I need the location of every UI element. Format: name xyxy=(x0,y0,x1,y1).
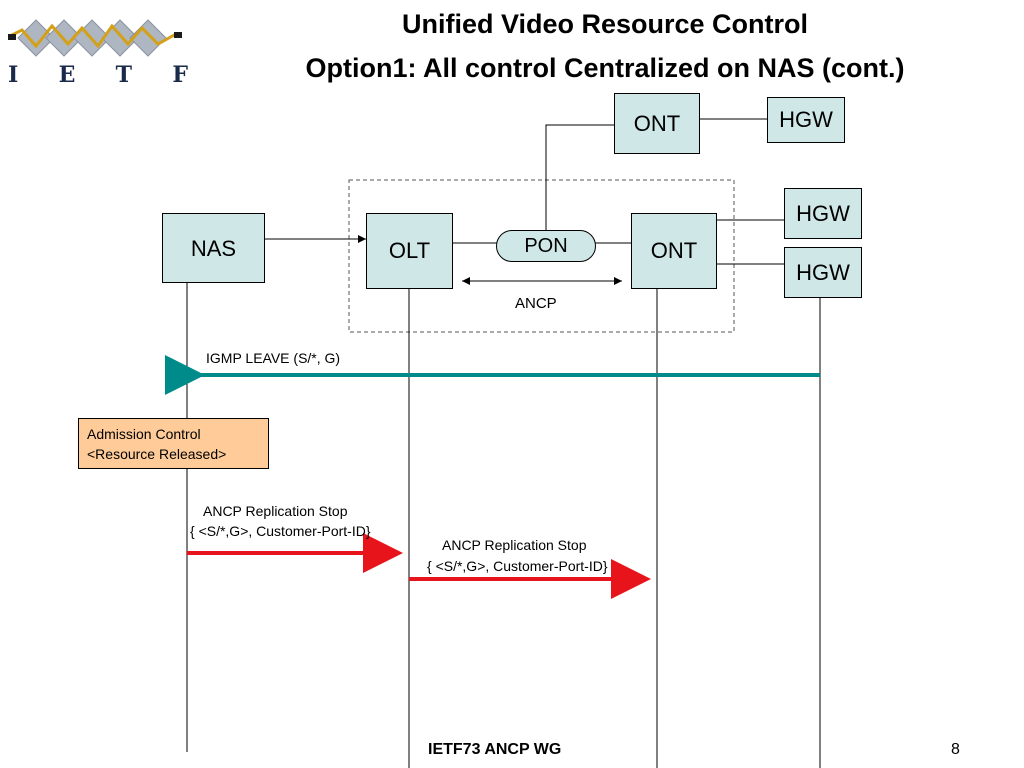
logo-letter-f: F xyxy=(172,62,188,88)
repl-stop-2-line2: { <S/*,G>, Customer-Port-ID} xyxy=(427,558,608,574)
node-hgw-low: HGW xyxy=(784,247,862,298)
repl-stop-2-line1: ANCP Replication Stop xyxy=(442,537,587,553)
ietf-logo: I E T F xyxy=(8,6,188,90)
slide-title-line2: Option1: All control Centralized on NAS … xyxy=(305,53,905,83)
node-ont-main: ONT xyxy=(631,213,717,289)
node-hgw-top: HGW xyxy=(767,97,845,143)
node-nas: NAS xyxy=(162,213,265,283)
page-number: 8 xyxy=(951,741,960,758)
logo-letter-t: T xyxy=(115,62,133,88)
ietf-logo-graphic xyxy=(8,19,182,57)
node-pon: PON xyxy=(496,230,596,262)
node-ont-top: ONT xyxy=(614,93,700,154)
ancp-label: ANCP xyxy=(515,295,557,312)
footer-wg-label: IETF73 ANCP WG xyxy=(428,741,562,758)
admission-control-note: Admission Control <Resource Released> xyxy=(78,418,269,469)
admission-control-line1: Admission Control xyxy=(87,426,201,442)
logo-letter-e: E xyxy=(58,62,76,88)
node-olt: OLT xyxy=(366,213,453,289)
node-hgw-mid: HGW xyxy=(784,188,862,239)
slide-title-line1: Unified Video Resource Control xyxy=(401,9,809,39)
logo-letter-i: I xyxy=(8,62,19,88)
repl-stop-1-line1: ANCP Replication Stop xyxy=(203,503,348,519)
igmp-leave-label: IGMP LEAVE (S/*, G) xyxy=(206,350,341,366)
repl-stop-1-line2: { <S/*,G>, Customer-Port-ID} xyxy=(190,523,371,539)
access-node-boundary xyxy=(348,179,735,333)
admission-control-line2: <Resource Released> xyxy=(87,446,227,462)
